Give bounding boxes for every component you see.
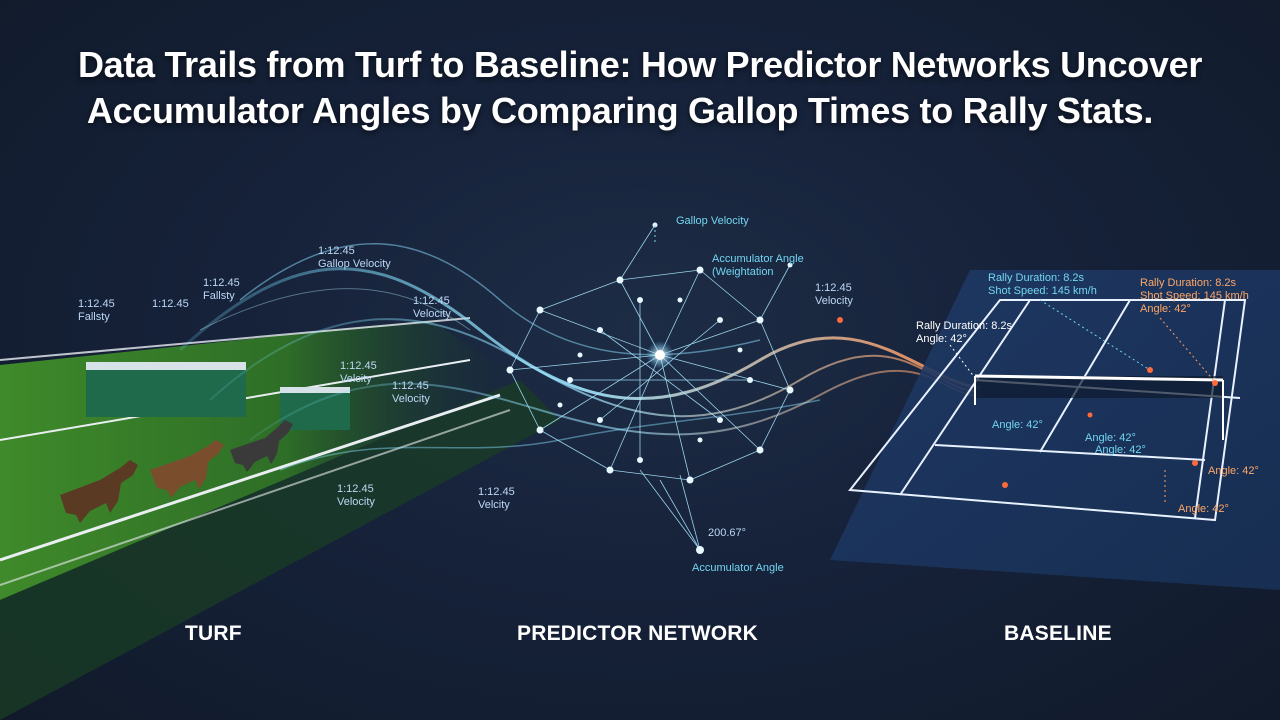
network-gallop-label: Gallop Velocity <box>676 215 749 227</box>
accum-title: Accumulator Angle <box>712 253 804 265</box>
turf-annotation-2: 1:12.45 Fallsty <box>203 277 240 303</box>
network-velocity-annotation: 1:12.45 Velocity <box>815 282 853 308</box>
annotation-time: 1:12.45 <box>340 360 377 372</box>
rally-duration: Rally Duration: 8.2s <box>916 320 1012 332</box>
network-accum-bottom-label: Accumulator Angle <box>692 562 784 574</box>
annotation-time: 1:12.45 <box>78 298 115 310</box>
shot-speed: Shot Speed: 145 km/h <box>988 285 1097 297</box>
tennis-net <box>974 374 1224 440</box>
annotation-time: 1:12.45 <box>318 245 355 257</box>
annotation-label: Gallop Velocity <box>318 258 391 270</box>
baseline-cyan-callout: Rally Duration: 8.2s Shot Speed: 145 km/… <box>988 272 1097 298</box>
section-label-baseline: BASELINE <box>1004 622 1112 645</box>
network-nodes <box>506 222 794 554</box>
baseline-white-callout: Rally Duration: 8.2s Angle: 42° <box>916 320 1012 346</box>
annotation-label: Velcity <box>340 373 372 385</box>
annotation-label: Fallsty <box>78 311 110 323</box>
annotation-time: 1:12.45 <box>152 298 189 310</box>
turf-annotation-9: 1:12.45 Velcity <box>478 486 515 512</box>
accum-sub: (Weightation <box>712 266 774 278</box>
court-angle-3: Angle: 42° <box>1095 444 1146 456</box>
annotation-label: Velocity <box>392 393 430 405</box>
shot-speed: Shot Speed: 145 km/h <box>1140 290 1249 302</box>
court-angle-bottom: Angle: 42° <box>1178 503 1229 515</box>
turf-annotation-3: 1:12.45 Fallsty <box>78 298 115 324</box>
racehorses <box>60 420 293 523</box>
court-angle-right: Angle: 42° <box>1208 465 1259 477</box>
angle: Angle: 42° <box>1140 303 1191 315</box>
annotation-label: Velocity <box>413 308 451 320</box>
tennis-court <box>830 270 1280 590</box>
network-value: 200.67° <box>708 527 747 539</box>
annotation-label: Velocity <box>337 496 375 508</box>
turf-annotation-8: 1:12.45 Velocity <box>337 483 375 509</box>
annotation-time: 1:12.45 <box>392 380 429 392</box>
turf-annotation-4: 1:12.45 <box>152 298 189 311</box>
section-label-network: PREDICTOR NETWORK <box>517 622 759 645</box>
rally-duration: Rally Duration: 8.2s <box>1140 277 1236 289</box>
turf-field <box>0 317 560 720</box>
turf-annotation-7: 1:12.45 Velocity <box>413 295 451 321</box>
network-accum-top-label: Accumulator Angle (Weightation <box>712 253 804 279</box>
baseline-orange-callout: Rally Duration: 8.2s Shot Speed: 145 km/… <box>1140 277 1249 316</box>
turf-annotation-5: 1:12.45 Velcity <box>340 360 377 386</box>
section-label-turf: TURF <box>185 622 242 645</box>
title-line-2: Accumulator Angles by Comparing Gallop T… <box>86 90 1154 131</box>
annotation-time: 1:12.45 <box>203 277 240 289</box>
annotation-label: Fallsty <box>203 290 235 302</box>
title-line-1: Data Trails from Turf to Baseline: How P… <box>77 44 1203 85</box>
annotation-label: Velocity <box>815 295 853 307</box>
annotation-time: 1:12.45 <box>337 483 374 495</box>
annotation-time: 1:12.45 <box>815 282 852 294</box>
angle: Angle: 42° <box>916 333 967 345</box>
annotation-time: 1:12.45 <box>413 295 450 307</box>
rally-duration: Rally Duration: 8.2s <box>988 272 1084 284</box>
court-angle-1: Angle: 42° <box>992 419 1043 431</box>
neural-network <box>509 224 791 551</box>
data-streams <box>178 243 981 471</box>
callout-lines <box>654 225 1216 505</box>
court-angle-2: Angle: 42° <box>1085 432 1136 444</box>
annotation-time: 1:12.45 <box>478 486 515 498</box>
annotation-label: Velcity <box>478 499 510 511</box>
court-markers <box>837 317 1218 488</box>
turf-annotation-1: 1:12.45 Gallop Velocity <box>318 245 391 271</box>
turf-annotation-6: 1:12.45 Velocity <box>392 380 430 406</box>
